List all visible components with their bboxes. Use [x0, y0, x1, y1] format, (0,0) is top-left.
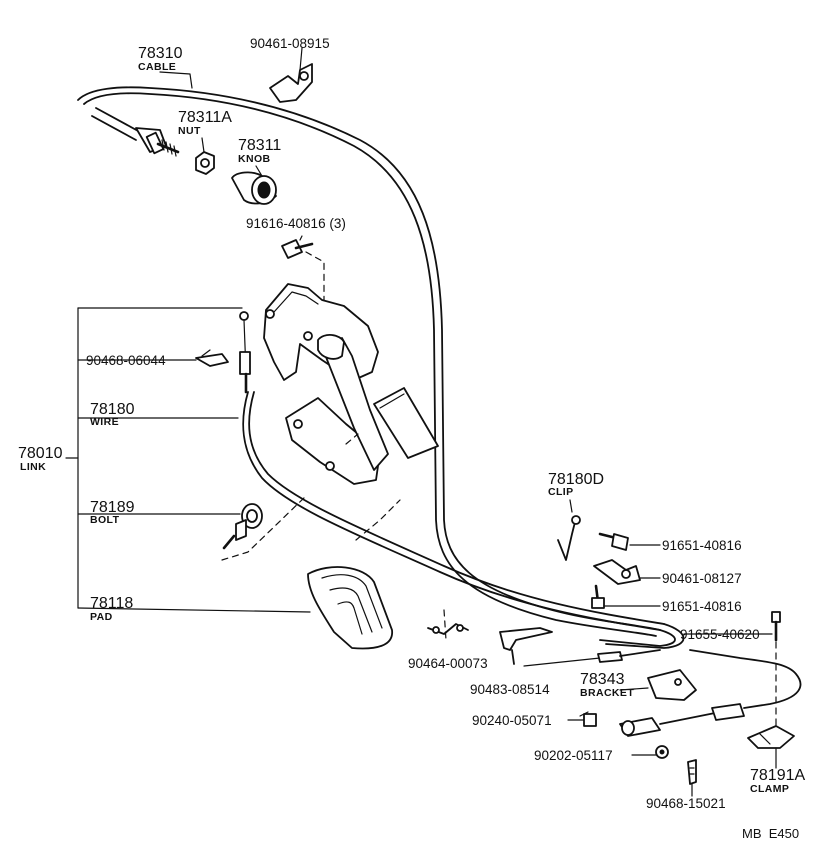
link-wire [239, 311, 685, 649]
pad-name: PAD [90, 611, 113, 623]
cable-adjuster [619, 649, 802, 737]
knob-number: 78311 [238, 137, 281, 154]
wire-number: 78180 [90, 401, 135, 418]
clamp-name: CLAMP [750, 783, 789, 795]
pedal-pad [307, 499, 401, 650]
bolt-number: 78189 [90, 499, 135, 516]
cable-number: 78310 [138, 45, 183, 62]
clip-b2-number: 90468-15021 [646, 796, 726, 811]
leader-lines [65, 71, 777, 797]
clip-b2-icon [687, 759, 697, 785]
wire-name: WIRE [90, 416, 119, 428]
bolt-icon [221, 495, 307, 561]
bolt-r1-number: 91651-40816 [662, 538, 742, 553]
knob-name: KNOB [238, 153, 271, 165]
bolt-r2-number: 91651-40816 [662, 599, 742, 614]
clip-d-icon [557, 499, 581, 561]
bolt-r2-icon [591, 584, 605, 609]
bolt-b1-icon [579, 711, 597, 727]
nut-icon [195, 137, 215, 175]
bolt-r1-icon [598, 532, 629, 551]
bolt-b1-number: 90240-05071 [472, 713, 552, 728]
cable-name: CABLE [138, 61, 176, 73]
clip-r-icon [593, 559, 641, 585]
bolt-top-number: 91616-40816 (3) [246, 216, 346, 231]
clip-bottom-number: 90464-00073 [408, 656, 488, 671]
clip-left-number: 90468-06044 [86, 353, 166, 368]
cable-end-fitting [91, 107, 180, 157]
clip-d-name: CLIP [548, 486, 574, 498]
nut-b-number: 90202-05117 [534, 748, 613, 763]
pad-number: 78118 [90, 595, 133, 612]
lever-bracket [499, 627, 661, 667]
clip-top-number: 90461-08915 [250, 36, 330, 51]
bolt-top-icon [281, 235, 325, 301]
pedal-bracket [263, 283, 439, 485]
clamp-number: 78191A [750, 767, 805, 784]
clamp-icon [747, 725, 795, 749]
clip-left-icon [195, 349, 229, 367]
labels: 78310 CABLE 90461-08915 78311A NUT 78311… [18, 36, 805, 841]
diagram-code: MB E450 [742, 826, 799, 841]
link-name: LINK [20, 461, 46, 473]
bracket-78343 [647, 669, 697, 701]
accelerator-cable [77, 86, 676, 647]
bolt-r3-icon [771, 611, 781, 731]
bolt-r3-number: 91655-40620 [680, 627, 760, 642]
bracket-number: 78343 [580, 671, 625, 688]
nut-number: 78311A [178, 109, 232, 126]
knob-icon [231, 165, 277, 205]
bracket-name: BRACKET [580, 687, 634, 699]
clip-d-number: 78180D [548, 471, 604, 488]
pin-number: 90483-08514 [470, 682, 550, 697]
nut-b-icon [655, 745, 669, 759]
link-number: 78010 [18, 445, 63, 462]
clip-bottom-icon [427, 609, 469, 641]
bolt-name: BOLT [90, 514, 120, 526]
nut-name: NUT [178, 125, 201, 137]
clip-r-number: 90461-08127 [662, 571, 742, 586]
clip-top [269, 47, 313, 103]
